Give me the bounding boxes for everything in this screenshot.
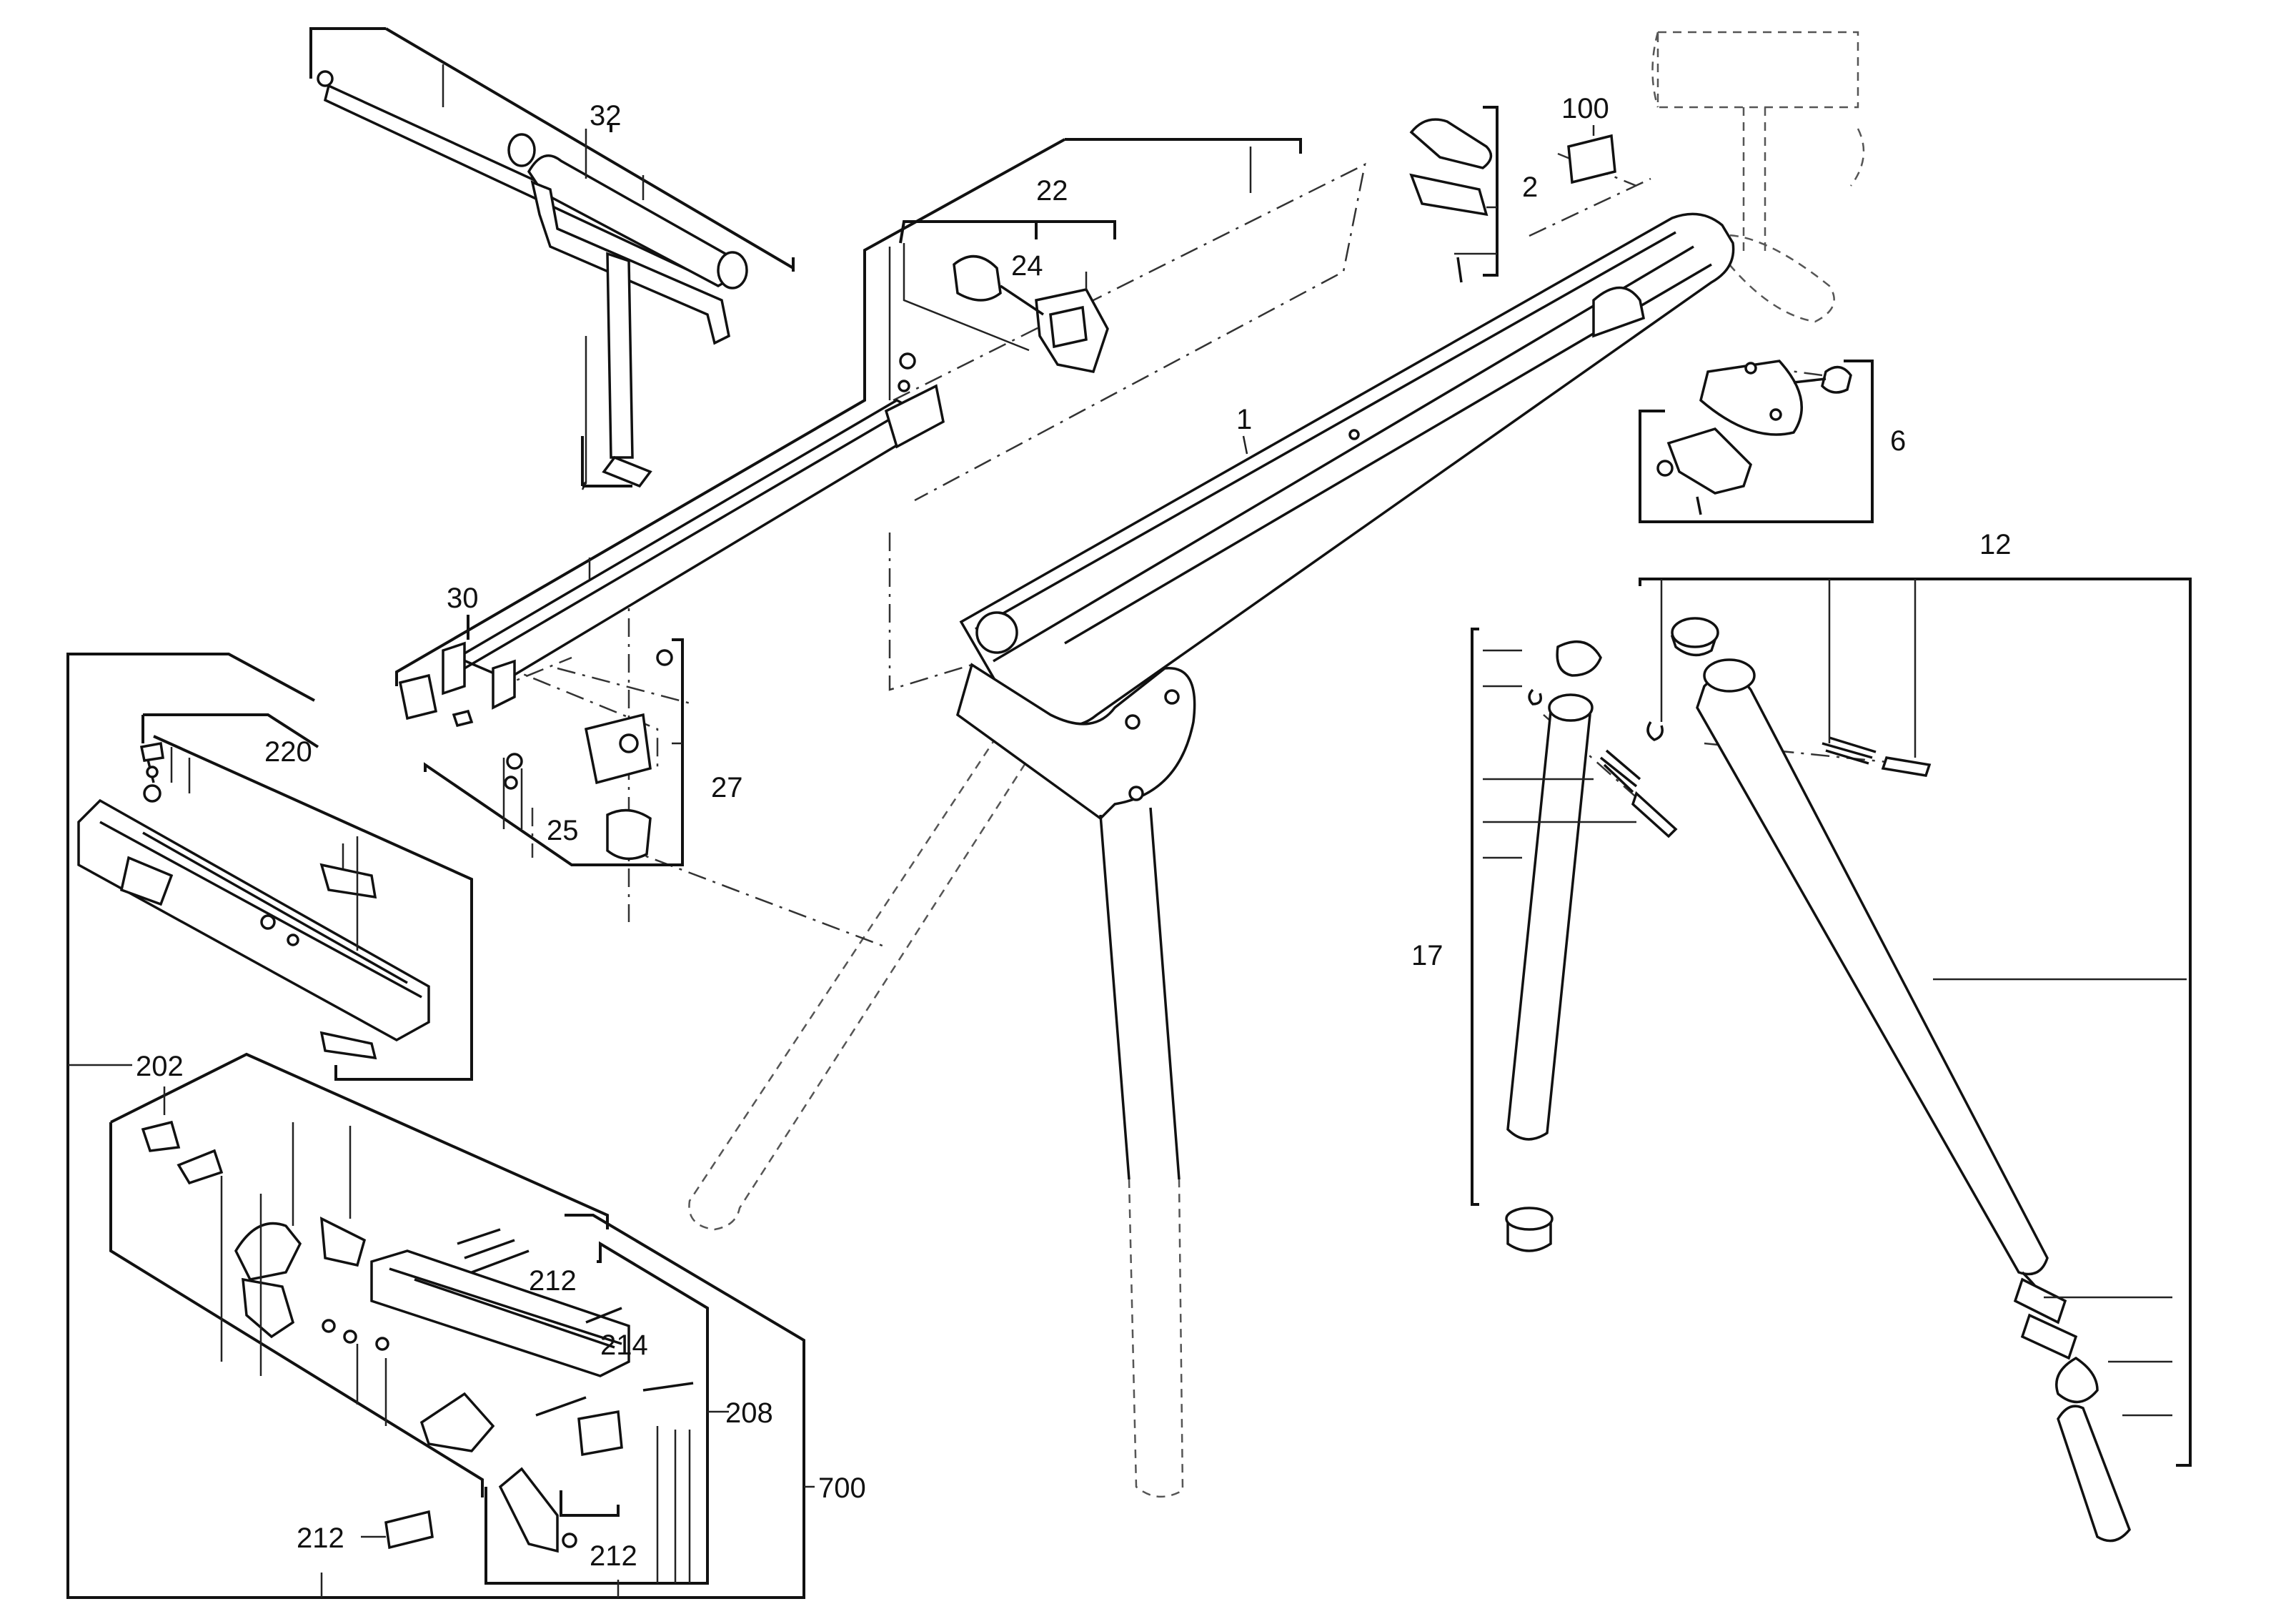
leg-assembly-17	[1505, 640, 1678, 1252]
roller-support-32	[317, 70, 748, 488]
callout-25: 25	[547, 815, 579, 846]
callout-27: 27	[711, 772, 743, 803]
callout-6: 6	[1890, 425, 1906, 457]
clamp-parts-22	[898, 254, 1109, 392]
callout-1: 1	[1236, 404, 1252, 435]
ghost-stand-legs	[688, 31, 1865, 1498]
main-beam-assembly	[955, 212, 1803, 821]
callout-labels: 1 2 6 12 17 22 24 25 27 30 32 100 202 20…	[136, 93, 2012, 1572]
callout-700: 700	[818, 1472, 866, 1504]
callout-214: 214	[600, 1330, 648, 1361]
end-cap-parts	[1409, 118, 1852, 515]
leg-assembly-12	[1646, 617, 2187, 1543]
callout-12: 12	[1979, 529, 2012, 560]
extension-arm-30	[398, 384, 945, 721]
knob-parts-27	[452, 649, 673, 861]
callout-212-lower-left: 212	[297, 1522, 344, 1554]
assembly-202-208	[141, 1120, 694, 1553]
callout-212-upper: 212	[529, 1265, 577, 1297]
callout-30: 30	[447, 583, 479, 614]
assembly-220	[77, 741, 430, 1060]
callout-208: 208	[725, 1397, 773, 1429]
callout-brackets	[66, 27, 2192, 1599]
callout-24: 24	[1011, 250, 1043, 282]
callout-32: 32	[590, 100, 622, 132]
callout-17: 17	[1411, 940, 1443, 971]
callout-202: 202	[136, 1051, 184, 1082]
callout-212-lower-center: 212	[590, 1540, 637, 1572]
callout-220: 220	[264, 736, 312, 768]
callout-100: 100	[1561, 93, 1609, 124]
callout-2: 2	[1522, 172, 1538, 203]
center-leg	[1099, 807, 1181, 1180]
callout-22: 22	[1036, 175, 1068, 207]
